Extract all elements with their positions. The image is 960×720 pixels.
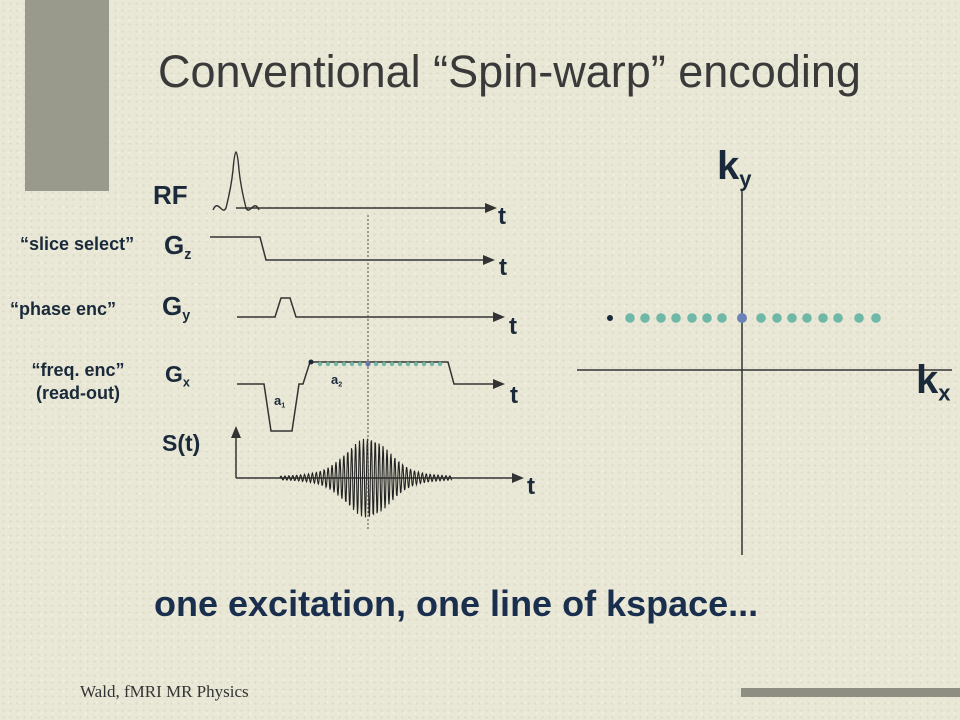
gx-axis-arrowhead <box>493 379 505 389</box>
gy-waveform <box>237 297 493 318</box>
rf-axis-t-label: t <box>498 203 506 230</box>
gz-axis-arrowhead <box>483 255 495 265</box>
kspace-sample-dots <box>625 313 881 323</box>
rf-sinc-pulse <box>212 151 260 211</box>
rf-axis-arrowhead <box>485 203 497 213</box>
kx-axis-label: kx <box>916 358 951 406</box>
freq-enc-note: “freq. enc” (read-out) <box>31 360 125 403</box>
signal-axis-t-label: t <box>527 473 535 500</box>
gx-waveform <box>237 361 493 432</box>
gx-axis-t-label: t <box>510 382 518 409</box>
gz-axis-t-label: t <box>499 254 507 281</box>
gx-readout-dots <box>317 361 443 367</box>
signal-label: S(t) <box>162 430 201 456</box>
slide-caption: one excitation, one line of kspace... <box>154 583 759 624</box>
rf-label: RF <box>153 180 188 210</box>
signal-echo-waveform <box>279 438 453 518</box>
ky-axis-label: ky <box>717 144 752 192</box>
gz-label: Gz <box>164 230 192 263</box>
slide-footer: Wald, fMRI MR Physics <box>80 682 249 701</box>
gy-axis-t-label: t <box>509 313 517 340</box>
slide-title: Conventional “Spin-warp” encoding <box>158 46 861 97</box>
gx-label: Gx <box>165 361 190 390</box>
gx-readout-lobe-label: a2 <box>331 372 343 389</box>
signal-axis-arrowhead <box>512 473 524 483</box>
kspace-start-dot <box>607 315 613 321</box>
gy-axis-arrowhead <box>493 312 505 322</box>
phase-enc-note: “phase enc” <box>10 299 117 319</box>
kspace-center-dot <box>737 313 747 323</box>
gz-waveform <box>210 236 483 261</box>
slice-select-note: “slice select” <box>20 234 135 254</box>
gx-readout-start-dot <box>308 359 314 365</box>
gx-prephase-lobe-label: a1 <box>274 393 286 410</box>
decorative-accent-block <box>25 0 109 191</box>
signal-y-axis-arrowhead <box>231 426 241 438</box>
footer-accent-bar <box>741 688 960 697</box>
gy-label: Gy <box>162 291 191 324</box>
